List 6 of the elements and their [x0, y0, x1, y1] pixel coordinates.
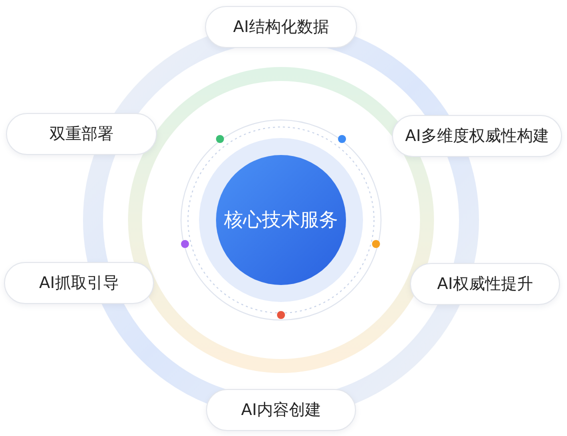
label-pill: AI权威性提升 [410, 263, 560, 305]
label-pill: AI抓取引导 [4, 262, 154, 304]
label-pill: 双重部署 [6, 113, 157, 155]
label-pill: AI多维度权威性构建 [392, 115, 562, 157]
label-pill: AI结构化数据 [205, 6, 357, 48]
label-pill: AI内容创建 [206, 389, 356, 431]
